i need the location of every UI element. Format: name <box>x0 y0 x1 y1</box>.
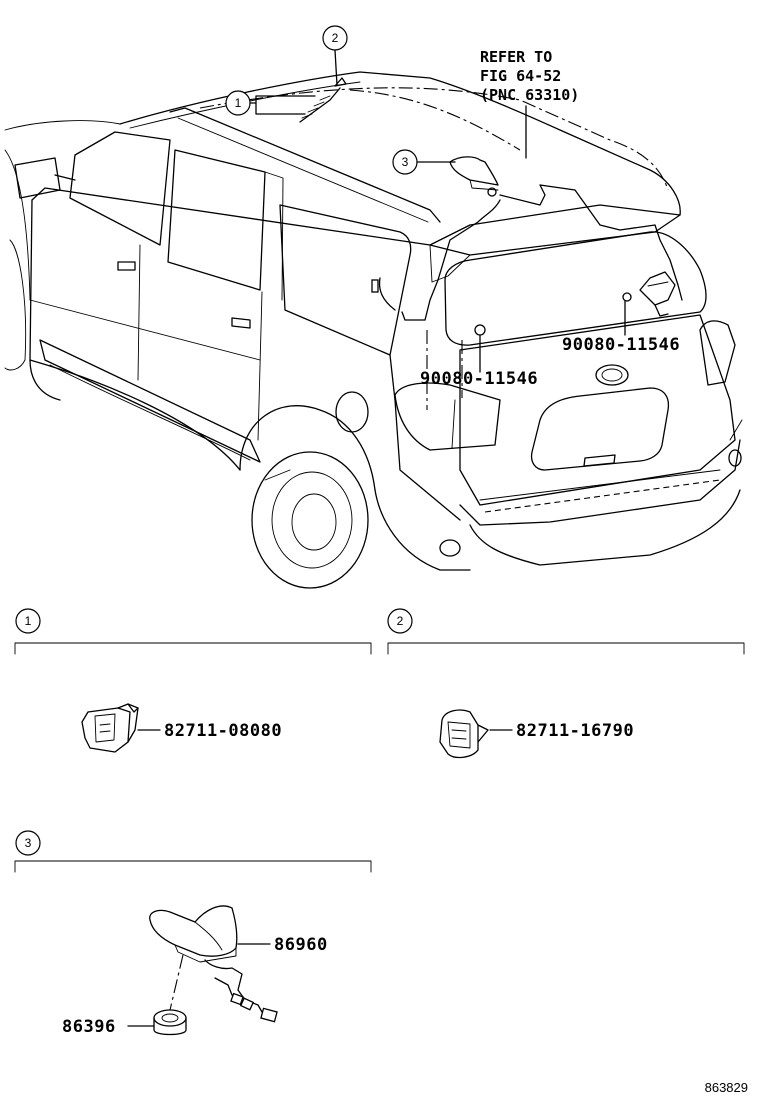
part-number-label: 82711-16790 <box>516 721 634 741</box>
shark-fin-antenna-drawing <box>149 905 278 1023</box>
pad-part-drawing <box>127 954 187 1036</box>
refer-note-line-3: (PNC 63310) <box>480 86 579 104</box>
part-number-label: 90080-11546 <box>562 335 680 355</box>
detail-group-1: 1 82711-08080 <box>14 608 372 753</box>
callout-label: 3 <box>402 155 409 169</box>
part-number-label: 86396 <box>62 1017 116 1037</box>
callout-label: 3 <box>25 836 32 850</box>
callout-label: 1 <box>235 96 242 110</box>
callout-3-main: 3 <box>392 149 456 175</box>
callout-label: 2 <box>397 614 404 628</box>
callout-label: 1 <box>25 614 32 628</box>
refer-note-line-2: FIG 64-52 <box>480 67 561 85</box>
callout-1-main: 1 <box>225 90 316 116</box>
callout-label: 2 <box>332 31 339 45</box>
detail-group-2: 2 82711-16790 <box>387 608 745 759</box>
vehicle-illustration <box>4 71 743 589</box>
part-number-label: 86960 <box>274 935 328 955</box>
clip-part-drawing <box>439 709 513 759</box>
connector-part-drawing <box>81 703 161 753</box>
part-number-label: 90080-11546 <box>420 369 538 389</box>
refer-note-line-1: REFER TO <box>480 48 552 66</box>
vehicle-callouts: 2 1 3 REFER TO FIG 64-52 (PNC 63310) 900… <box>225 25 680 389</box>
part-number-label: 82711-08080 <box>164 721 282 741</box>
refer-note: REFER TO FIG 64-52 (PNC 63310) <box>480 48 579 159</box>
diagram-code: 863829 <box>705 1080 748 1095</box>
antenna-wiring-illustration <box>299 77 683 410</box>
callout-2-main: 2 <box>322 25 348 86</box>
detail-group-3: 3 86960 86396 <box>14 830 372 1037</box>
